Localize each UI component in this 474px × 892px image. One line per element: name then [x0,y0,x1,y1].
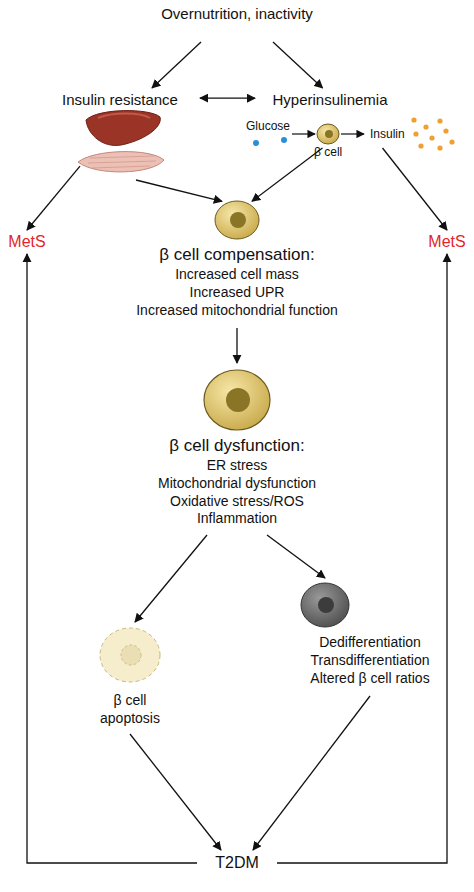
beta-cell [215,201,259,239]
cell-nucleus [325,130,333,138]
stage-node: β cell dysfunction:ER stressMitochondria… [87,363,387,535]
node-heading: Insulin resistance [62,90,178,109]
molecule-label: Insulin [370,127,405,141]
flow-arrow [267,535,325,578]
node-heading: T2DM [215,853,259,873]
apoptotic-cell [100,628,160,682]
node-heading: β cell compensation: [159,244,314,266]
node-line: Increased cell mass [175,266,299,284]
molecule-label: Glucose [246,119,290,133]
disease-node: T2DM [197,850,277,876]
node-heading: Overnutrition, inactivity [161,4,313,23]
flow-arrow [252,148,323,201]
insulin-dots [411,117,454,150]
insulin-arrow [341,133,364,134]
node-heading: Hyperinsulinemia [272,90,387,109]
flow-arrow [27,254,197,863]
muscle-illustration [78,152,164,172]
outcome-label: MetS [422,230,472,254]
node-line: Mitochondrial dysfunction [158,475,316,493]
node-line: ER stress [207,457,268,475]
node-line: Increased mitochondrial function [136,302,338,320]
node-line: Inflammation [197,510,277,528]
node-line: Altered β cell ratios [310,670,429,688]
node-line: Transdifferentiation [310,652,429,670]
flow-arrow [236,328,237,363]
flow-arrow [253,696,370,850]
muscle-striation [88,156,156,168]
outcome-label: MetS [2,230,52,254]
flow-arrow [27,166,80,230]
flow-arrow [383,148,448,230]
cell-nucleus [226,388,250,412]
cause-text: Overnutrition, inactivity [147,2,327,42]
small-beta-cell [317,124,339,144]
flow-arrow [135,535,207,622]
enlarged-beta-cell [204,370,270,430]
dedifferentiated-cell [301,583,349,627]
fate-node: β cell apoptosis [80,622,180,734]
node-heading: MetS [8,232,45,252]
fate-node: DedifferentiationTransdifferentiationAlt… [280,578,460,696]
flow-arrow [277,254,447,863]
node-line: Increased UPR [190,284,285,302]
liver-illustration [86,111,160,146]
cell-label: β cell [314,145,342,159]
glucose-arrow [292,133,315,134]
cell-nucleus [318,597,334,613]
glucose-dots [253,137,287,146]
condition-node: Insulin resistance [40,88,200,180]
flow-arrow [273,42,323,88]
stage-node: β cell compensation:Increased cell massI… [87,196,387,328]
cell-nucleus [121,645,141,665]
liver-highlight [98,114,150,119]
node-heading: MetS [428,232,465,252]
flow-arrow [130,734,221,850]
flow-arrow [136,180,222,201]
node-heading: Dedifferentiation [319,634,421,652]
node-heading: β cell dysfunction: [169,435,304,457]
flow-arrow [152,42,201,88]
node-line: Oxidative stress/ROS [170,493,304,511]
flow-arrow [200,97,255,98]
cell-nucleus [230,212,246,228]
node-heading: β cell apoptosis [94,692,166,728]
